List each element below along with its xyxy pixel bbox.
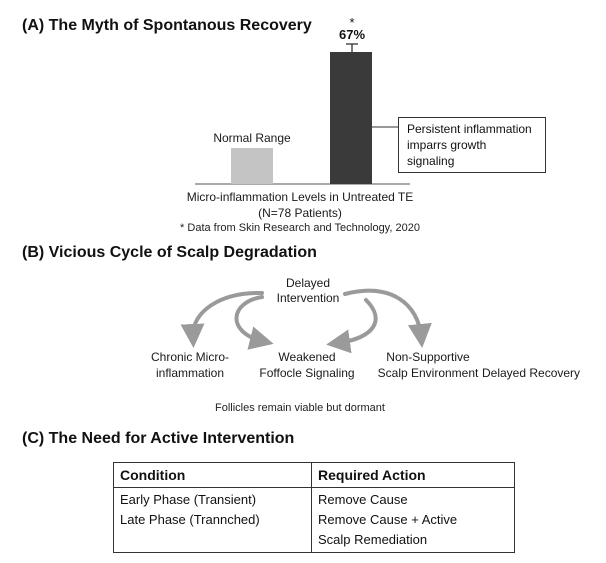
condition-late: Late Phase (Trannched) <box>120 512 260 527</box>
cycle-arrow-right-outer <box>343 288 432 348</box>
node-chronic-line2: inflammation <box>155 366 225 380</box>
node-delayed-recovery: Delayed Recovery <box>482 366 581 380</box>
axis-caption-line1: Micro-inflammation Levels in Untreated T… <box>186 190 414 204</box>
action-early: Remove Cause <box>318 492 408 507</box>
callout-box: Persistent inflammation imparrs growth s… <box>398 117 546 173</box>
table-row: Early Phase (Transient) Late Phase (Tran… <box>113 487 515 553</box>
node-nonsupportive-line1: Non-Supportive <box>386 350 470 364</box>
section-c-title: (C) The Need for Active Intervention <box>22 430 295 447</box>
header-condition: Condition <box>113 462 312 488</box>
action-late-line2: Scalp Remediation <box>318 532 428 547</box>
bar-normal-range <box>231 148 273 184</box>
bar-normal-label: Normal Range <box>213 131 291 145</box>
callout-text: Persistent inflammation imparrs growth s… <box>407 122 532 168</box>
section-b-title: (B) Vicious Cycle of Scalp Degradation <box>22 244 317 261</box>
requirements-table: Condition Required Action Early Phase (T… <box>113 462 515 553</box>
table-cell-condition: Early Phase (Transient) Late Phase (Tran… <box>113 487 312 553</box>
header-required-action: Required Action <box>311 462 515 488</box>
node-nonsupportive-line2: Scalp Environment <box>377 366 479 380</box>
axis-caption-line2: (N=78 Patients) <box>258 206 342 220</box>
node-weakened-line2: Foffocle Signaling <box>259 366 355 380</box>
cycle-arrow-left-inner <box>234 295 274 350</box>
node-delayed-intervention-line1: Delayed <box>285 276 331 290</box>
bar-te-asterisk: * <box>349 15 355 30</box>
node-weakened-line1: Weakened <box>278 350 336 364</box>
node-delayed-intervention-line2: Intervention <box>276 291 340 305</box>
cycle-arrow-left-outer <box>180 290 264 348</box>
table-header-row: Condition Required Action <box>113 462 515 488</box>
condition-early: Early Phase (Transient) <box>120 492 257 507</box>
table-cell-action: Remove Cause Remove Cause + Active Scalp… <box>312 488 515 553</box>
source-note: * Data from Skin Research and Technology… <box>180 222 420 234</box>
section-a-title: (A) The Myth of Spontanous Recovery <box>22 17 312 34</box>
node-chronic-line1: Chronic Micro- <box>150 350 229 364</box>
bar-te-value-label: 67% <box>338 27 366 42</box>
bar-untreated-te <box>330 52 372 184</box>
cycle-footnote: Follicles remain viable but dormant <box>215 402 385 414</box>
action-late-line1: Remove Cause + Active <box>318 512 458 527</box>
cycle-arrow-right-inner <box>326 298 378 354</box>
